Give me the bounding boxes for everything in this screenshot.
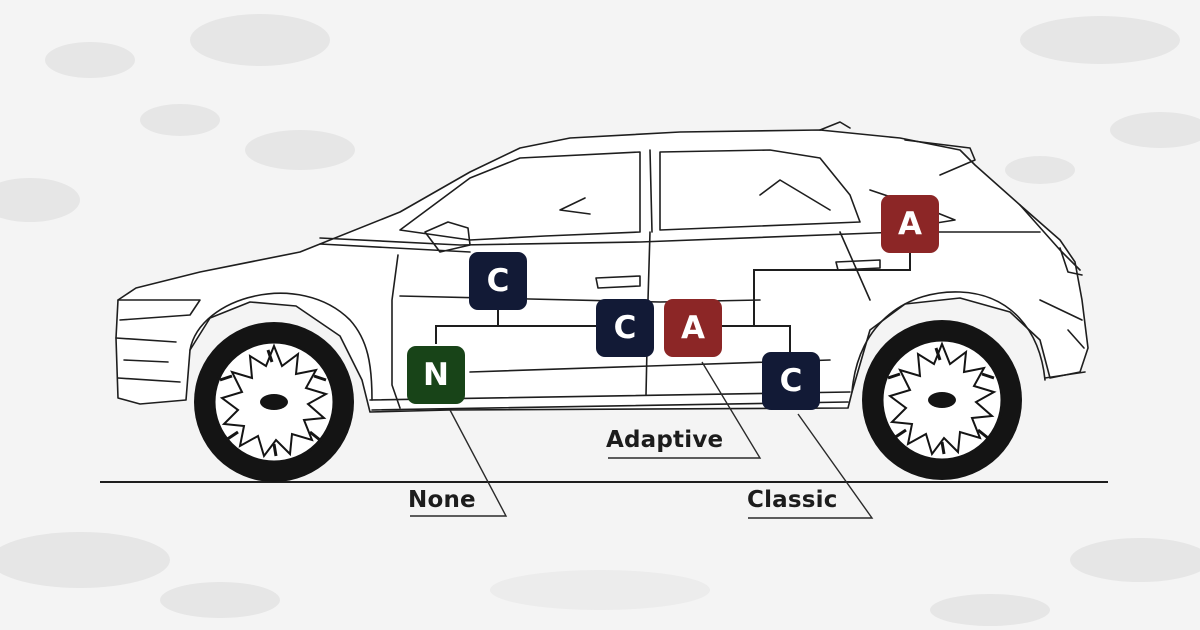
classic-node-top: C [469, 252, 527, 310]
adaptive-node-middle: A [664, 299, 722, 357]
node-letter: C [779, 363, 803, 399]
adaptive-node-rear: A [881, 195, 939, 253]
node-letter: A [898, 206, 922, 242]
classic-node-middle: C [596, 299, 654, 357]
node-letter: N [423, 357, 449, 393]
wheel-icon [194, 322, 354, 482]
node-letter: C [486, 263, 510, 299]
label-none: None [408, 487, 476, 513]
car-outline-icon [115, 121, 1089, 413]
classic-node-right: C [762, 352, 820, 410]
label-classic: Classic [747, 487, 838, 513]
label-adaptive: Adaptive [606, 427, 724, 453]
callout-leaders [410, 361, 874, 519]
wheel-icon [862, 320, 1022, 480]
node-letter: C [613, 310, 637, 346]
connector-lines [435, 252, 911, 352]
none-node-left: N [407, 346, 465, 404]
node-letter: A [681, 310, 705, 346]
